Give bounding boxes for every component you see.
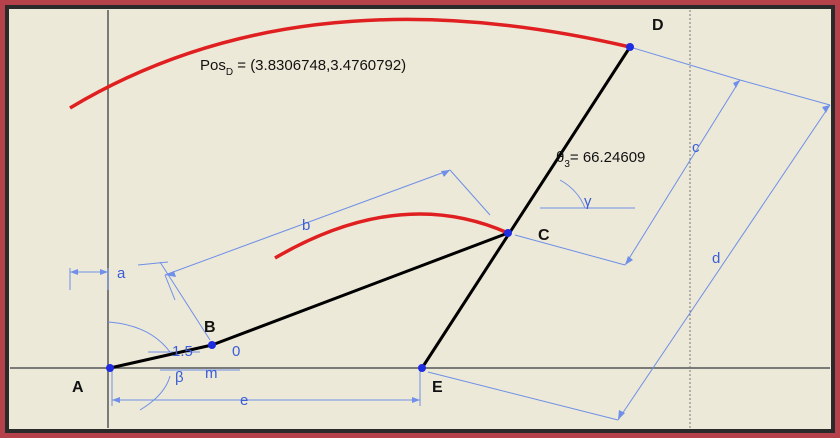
theta-value: = 66.24609 [570, 149, 646, 166]
label-point-b: B [204, 319, 216, 336]
label-angle-beta: β [175, 369, 184, 386]
label-point-c: C [538, 227, 550, 244]
label-point-e: E [432, 379, 443, 396]
dimension-arrows [70, 80, 830, 420]
joint-d[interactable] [626, 43, 634, 51]
theta-prefix: θ [556, 149, 564, 166]
joint-a[interactable] [106, 364, 114, 372]
trace-curve-d [69, 17, 631, 110]
joints [106, 43, 634, 372]
label-dim-c: c [692, 139, 700, 156]
label-angle-value: 1.5 [172, 343, 193, 360]
position-prefix: Pos [200, 57, 226, 74]
label-point-a: A [72, 379, 84, 396]
joint-e[interactable] [418, 364, 426, 372]
joint-c[interactable] [504, 229, 512, 237]
link-bc[interactable] [211, 231, 509, 347]
label-dim-a: a [117, 265, 126, 282]
label-point-d: D [652, 17, 664, 34]
link-ed[interactable] [420, 46, 632, 369]
label-angle-gamma: γ [584, 193, 592, 210]
label-angle-unit: 0 [232, 343, 240, 360]
label-dim-e: e [240, 392, 248, 409]
joint-b[interactable] [208, 341, 216, 349]
label-dim-b: b [302, 217, 310, 234]
link-ab[interactable] [109, 343, 213, 370]
position-subscript: D [226, 67, 233, 78]
label-dim-m: m [205, 365, 218, 382]
position-value: = (3.8306748,3.4760792) [233, 57, 406, 74]
theta-subscript: 3 [564, 159, 570, 170]
label-dim-d: d [712, 250, 720, 267]
trace-curve-c [274, 212, 509, 260]
position-readout: PosD = (3.8306748,3.4760792) [200, 57, 406, 78]
theta-readout: θ3= 66.24609 [556, 149, 645, 170]
